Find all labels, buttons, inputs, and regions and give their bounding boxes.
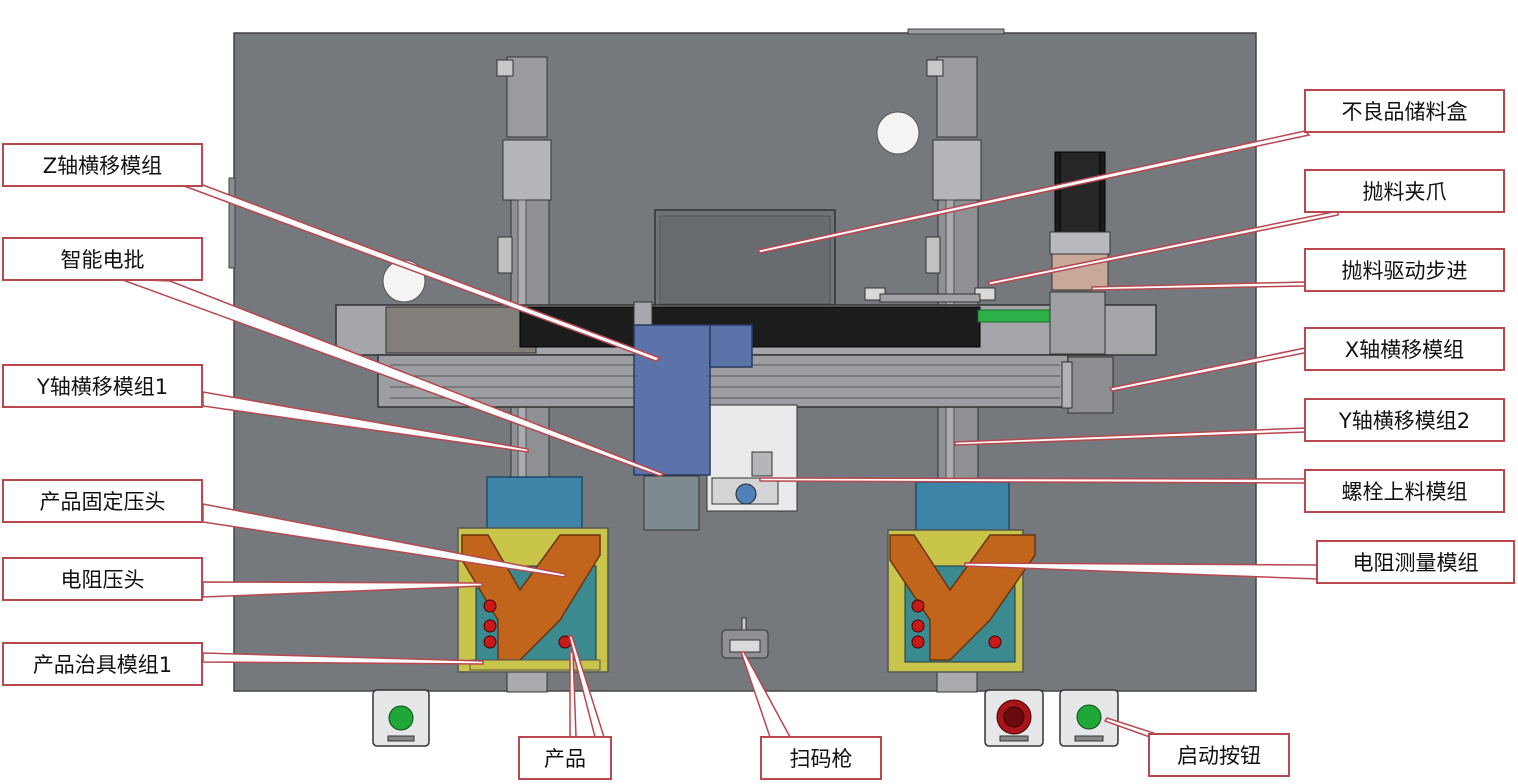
reject-box bbox=[654, 209, 836, 307]
side-handle bbox=[228, 177, 236, 269]
smart-screwdriver bbox=[643, 475, 700, 531]
callout-product: 产品 bbox=[518, 736, 612, 780]
callout-throw-gripper: 抛料夹爪 bbox=[1304, 169, 1505, 213]
barcode-scanner bbox=[721, 617, 769, 659]
start-button bbox=[1059, 689, 1119, 747]
throw-gripper bbox=[864, 287, 996, 303]
callout-reject-box: 不良品储料盒 bbox=[1304, 89, 1505, 133]
callout-product-fixture: 产品治具模组1 bbox=[2, 642, 203, 686]
leader-throw-gripper bbox=[986, 210, 1339, 286]
leader-lines bbox=[119, 130, 1339, 746]
callout-start-button: 启动按钮 bbox=[1148, 733, 1290, 777]
callout-scanner: 扫码枪 bbox=[760, 736, 882, 780]
z-axis-carriage bbox=[633, 301, 753, 531]
callout-x-axis: X轴横移模组 bbox=[1304, 327, 1505, 371]
product-fixture-left bbox=[457, 476, 609, 673]
callout-product-clamp: 产品固定压头 bbox=[2, 479, 203, 523]
leader-y-axis-1 bbox=[202, 391, 529, 453]
leader-resistance-head bbox=[202, 581, 483, 598]
callout-bolt-feeder: 螺栓上料模组 bbox=[1304, 469, 1505, 513]
leader-product-clamp bbox=[202, 503, 566, 578]
throw-stepper-motor bbox=[1049, 151, 1111, 291]
leader-reject-box bbox=[756, 130, 1311, 254]
bolt-feeder bbox=[706, 404, 798, 512]
button-left-green bbox=[372, 689, 430, 747]
callout-smart-screwdriver: 智能电批 bbox=[2, 237, 203, 281]
leader-product-fixture bbox=[202, 652, 484, 665]
callout-z-axis: Z轴横移模组 bbox=[2, 143, 203, 187]
callout-y-axis-1: Y轴横移模组1 bbox=[2, 364, 203, 408]
callout-resistance-measure: 电阻测量模组 bbox=[1316, 540, 1515, 584]
callout-y-axis-2: Y轴横移模组2 bbox=[1304, 398, 1505, 442]
callout-resistance-head: 电阻压头 bbox=[2, 557, 203, 601]
callout-throw-stepper: 抛料驱动步进 bbox=[1304, 248, 1505, 292]
green-strip bbox=[977, 309, 1054, 323]
top-handle bbox=[907, 28, 1005, 35]
emergency-stop-button bbox=[984, 689, 1044, 747]
round-hole-1 bbox=[876, 111, 920, 155]
